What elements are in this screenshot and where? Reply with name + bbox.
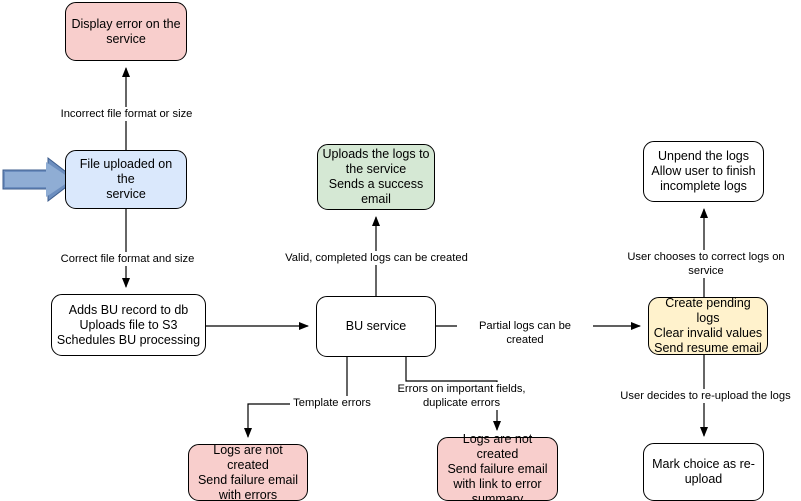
- edge-label-incorrect-file-format-or-size: Incorrect file format or size: [54, 107, 199, 121]
- node-display-error[interactable]: Display error on the service: [65, 2, 187, 61]
- edge-label-user-decides-to-re-upload-the-logs: User decides to re-upload the logs: [617, 389, 794, 403]
- edge-label-user-chooses-to-correct-logs-on-service: User chooses to correct logs on service: [608, 250, 801, 278]
- node-unpend-the-logs-label: Unpend the logs Allow user to finish inc…: [651, 149, 756, 193]
- node-unpend-the-logs[interactable]: Unpend the logs Allow user to finish inc…: [643, 141, 764, 202]
- node-logs-not-created-with-link-to-error-summary[interactable]: Logs are not created Send failure email …: [437, 432, 558, 501]
- node-logs-not-created-with-link-to-error-summary-label: Logs are not created Send failure email …: [447, 431, 548, 501]
- node-display-error-label: Display error on the service: [71, 16, 181, 46]
- edge-label-valid-completed-logs-can-be-created: Valid, completed logs can be created: [281, 251, 472, 265]
- node-bu-service-label: BU service: [345, 319, 407, 333]
- edge-label-correct-file-format-and-size: Correct file format and size: [55, 252, 200, 266]
- node-adds-bu-record-to-db[interactable]: Adds BU record to db Uploads file to S3 …: [51, 294, 206, 356]
- node-logs-not-created-with-errors-label: Logs are not created Send failure email …: [197, 442, 299, 501]
- edge-label-errors-on-important-fields: Errors on important fields, duplicate er…: [393, 382, 530, 410]
- node-uploads-the-logs-to-the-service[interactable]: Uploads the logs to the service Sends a …: [317, 144, 435, 210]
- node-adds-bu-record-to-db-label: Adds BU record to db Uploads file to S3 …: [56, 302, 201, 347]
- node-bu-service[interactable]: BU service: [316, 296, 436, 357]
- edge-label-partial-logs-can-be-created: Partial logs can be created: [457, 319, 593, 347]
- node-create-pending-logs-label: Create pending logs Clear invalid values…: [653, 296, 763, 355]
- node-uploads-the-logs-to-the-service-label: Uploads the logs to the service Sends a …: [322, 147, 430, 206]
- edge-label-template-errors: Template errors: [290, 396, 374, 410]
- node-create-pending-logs[interactable]: Create pending logs Clear invalid values…: [648, 296, 768, 355]
- node-mark-choice-as-re-upload[interactable]: Mark choice as re- upload: [643, 443, 764, 501]
- node-file-uploaded-on-the-service[interactable]: File uploaded on the service: [65, 150, 187, 209]
- node-logs-not-created-with-errors[interactable]: Logs are not created Send failure email …: [188, 442, 308, 501]
- node-mark-choice-as-re-upload-label: Mark choice as re- upload: [652, 457, 755, 486]
- node-file-uploaded-on-the-service-label: File uploaded on the service: [79, 157, 173, 201]
